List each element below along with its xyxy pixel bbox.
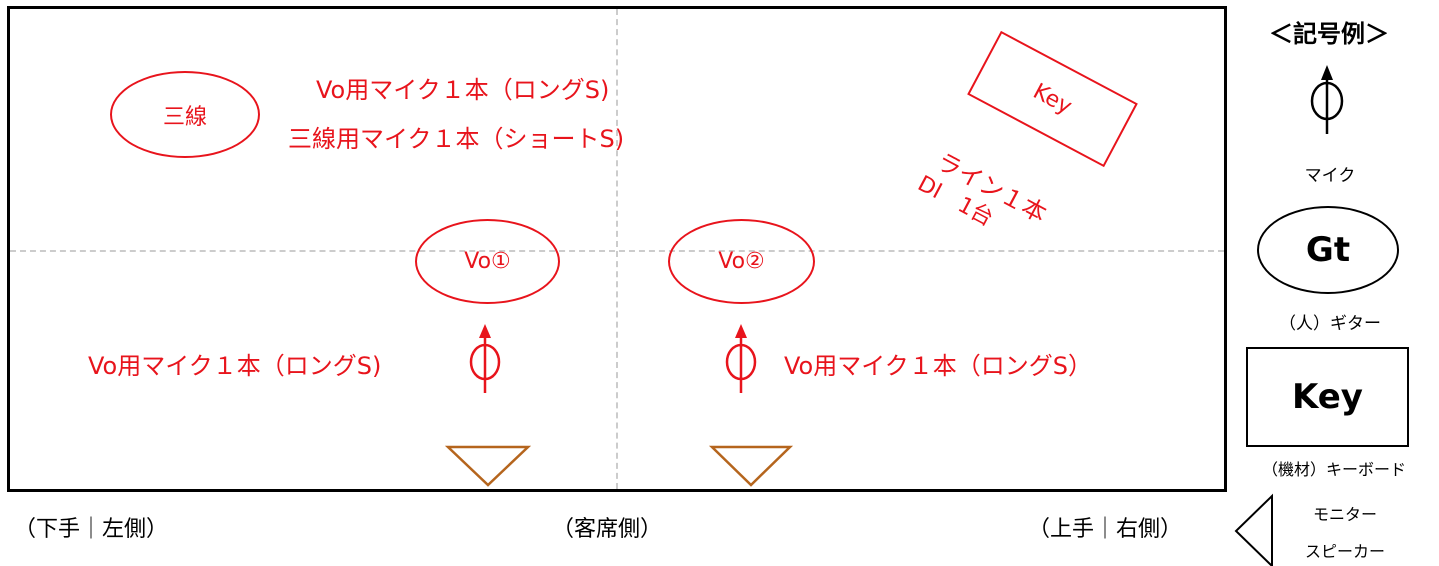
legend-equipment-symbol: Key xyxy=(1292,377,1363,417)
legend-equipment-caption: （機材）キーボード xyxy=(1261,460,1406,479)
monitor-left-icon xyxy=(444,445,532,487)
monitor-right-icon xyxy=(708,445,794,487)
legend-mic-icon xyxy=(1310,65,1344,134)
legend-person-caption: （人）ギター xyxy=(1279,314,1381,334)
vo1-mic-label: Vo用マイク１本（ロングS) xyxy=(88,352,382,380)
mic-note-line2: 三線用マイク１本（ショートS) xyxy=(288,125,625,153)
bottom-right-label: （上手｜右側） xyxy=(1028,517,1183,542)
legend-mic-caption: マイク xyxy=(1304,166,1356,186)
stage-area xyxy=(7,6,1227,492)
vo1-oval: Vo① xyxy=(415,219,560,304)
vo2-mic-icon xyxy=(725,324,757,393)
center-vertical-guide xyxy=(616,9,618,489)
bottom-left-label: （下手｜左側） xyxy=(14,517,169,542)
legend-person-symbol: Gt xyxy=(1305,230,1351,270)
bottom-center-label: （客席側） xyxy=(552,517,663,542)
vo2-mic-label: Vo用マイク１本（ロングS） xyxy=(784,352,1092,380)
mic-note-line1: Vo用マイク１本（ロングS) xyxy=(316,76,610,104)
vo1-mic-icon xyxy=(469,324,501,393)
legend-monitor-caption-line2: スピーカー xyxy=(1304,542,1385,561)
legend-monitor-caption-line1: モニター xyxy=(1312,505,1377,524)
legend-monitor-icon xyxy=(1234,493,1273,566)
legend-equipment-box: Key xyxy=(1246,347,1409,447)
legend-person-oval: Gt xyxy=(1257,206,1399,294)
shamisen-oval: 三線 xyxy=(110,71,260,158)
vo2-oval: Vo② xyxy=(668,219,815,304)
legend-title: ＜記号例＞ xyxy=(1269,20,1389,48)
center-horizontal-guide xyxy=(10,250,1224,252)
